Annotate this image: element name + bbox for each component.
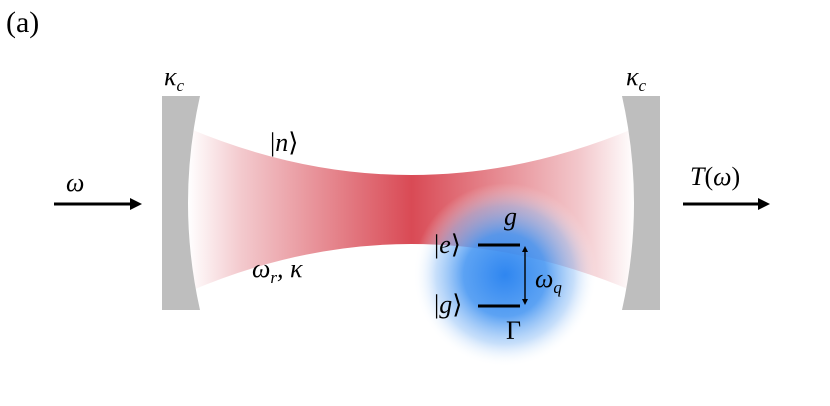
transition-arrow-icon [522,246,528,305]
input-arrow-icon [54,198,142,210]
output-arrow-icon [683,198,770,210]
coupling-label: g [504,202,517,231]
photon-state-label: |n⟩ [270,128,299,157]
resonator-params-label: ωr, κ [252,254,303,288]
output-transmission-label: T(ω) [690,162,741,191]
ground-state-label: |g⟩ [434,290,463,319]
qubit-frequency-label: ωq [535,264,562,298]
qubit-glow [413,183,597,367]
left-mirror-loss-label: κc [164,62,185,96]
input-frequency-label: ω [66,168,85,197]
excited-state-label: |e⟩ [434,230,461,259]
qubit-decay-label: Γ [506,316,522,345]
right-mirror-loss-label: κc [626,62,647,96]
right-mirror [622,96,660,310]
panel-label: (a) [6,6,40,39]
left-mirror [162,96,200,310]
